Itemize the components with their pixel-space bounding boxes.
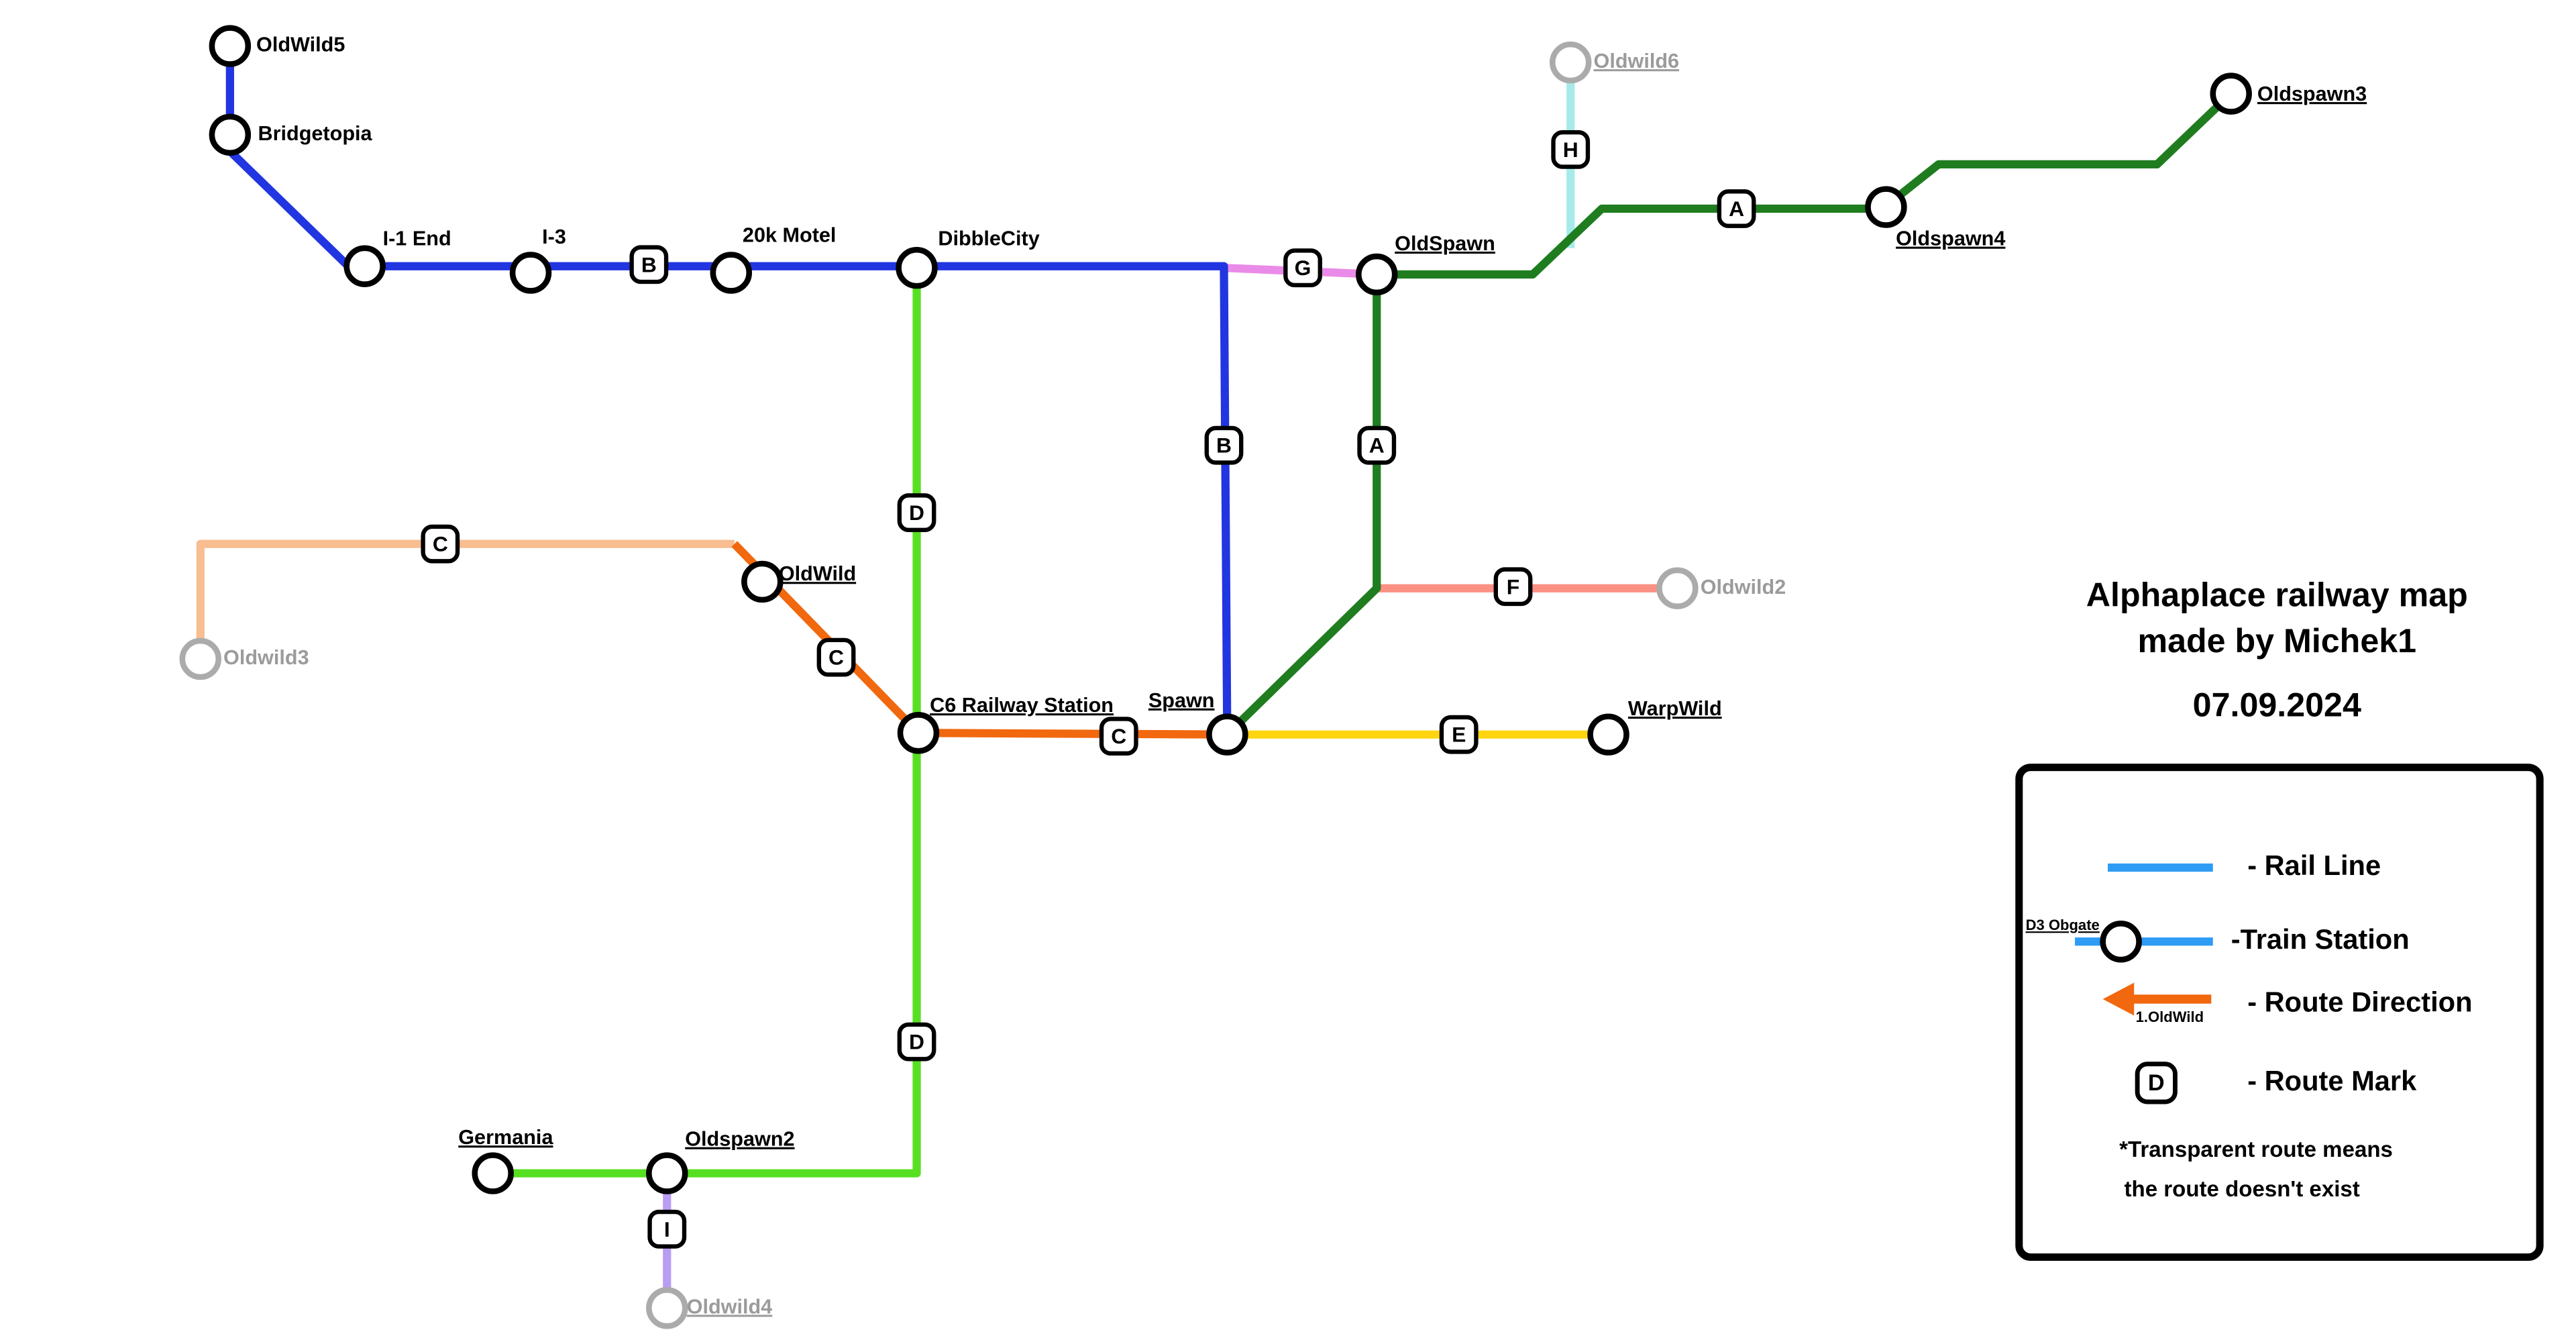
rail-line-d — [492, 268, 921, 1178]
legend-box — [2015, 764, 2544, 1261]
route-mark-box-D-3 — [897, 1022, 936, 1062]
station-label-dibblecity: DibbleCity — [938, 227, 1039, 250]
station-label-c6-railway-station: C6 Railway Station — [930, 694, 1114, 717]
title-block: Alphaplace railway map made by Michek1 0… — [2086, 576, 2468, 724]
station-label-warpwild: WarpWild — [1628, 697, 1722, 720]
route-mark-letter-A-7: A — [1369, 433, 1385, 458]
station-label-germania: Germania — [458, 1126, 553, 1149]
route-mark-letter-H-10: H — [1563, 138, 1578, 162]
route-mark-letter-G-9: G — [1295, 256, 1311, 280]
station-label-oldwild2: Oldwild2 — [1701, 576, 1786, 599]
station-20k-motel — [710, 252, 753, 294]
legend: - Rail Line D3 Obgate -Train Station 1.O… — [2015, 764, 2544, 1261]
legend-rail-line-label: - Rail Line — [2247, 849, 2381, 881]
route-mark-letter-F-11: F — [1507, 574, 1519, 599]
route-mark-box-G-9 — [1283, 248, 1322, 288]
station-label-oldwild4: Oldwild4 — [687, 1295, 773, 1318]
station-warpwild — [1587, 713, 1629, 756]
station-bridgetopia — [209, 113, 252, 156]
station-label-oldspawn: OldSpawn — [1395, 232, 1495, 255]
station-label-oldspawn4: Oldspawn4 — [1896, 227, 2005, 250]
route-mark-letter-I-13: I — [664, 1217, 670, 1241]
route-mark-letter-B-1: B — [1216, 433, 1232, 458]
legend-station-sample — [2100, 921, 2142, 963]
legend-route-mark-letter: D — [2148, 1070, 2165, 1096]
route-mark-box-A-8 — [1717, 189, 1756, 228]
route-mark-letter-C-5: C — [828, 646, 844, 670]
route-mark-letter-D-3: D — [909, 1030, 924, 1054]
route-mark-box-C-4 — [421, 524, 460, 564]
station-germania — [472, 1152, 514, 1194]
route-mark-letter-E-12: E — [1452, 723, 1466, 747]
legend-note-line1: *Transparent route means — [2119, 1137, 2393, 1162]
legend-route-direction-example-label: 1.OldWild — [2136, 1009, 2204, 1025]
station-label-i-1-end: I-1 End — [383, 227, 451, 250]
route-mark-letter-C-6: C — [1111, 724, 1126, 748]
legend-route-mark-sample — [2135, 1062, 2178, 1104]
station-oldwild4 — [646, 1287, 688, 1329]
station-oldspawn3 — [2210, 72, 2252, 115]
station-oldwild — [741, 560, 784, 603]
route-mark-letter-B-0: B — [641, 252, 657, 276]
station-label-oldwild5: OldWild5 — [256, 34, 345, 56]
station-spawn — [1206, 713, 1248, 756]
legend-station-example-label: D3 Obgate — [2026, 917, 2100, 933]
route-mark-box-F-11 — [1493, 567, 1533, 607]
legend-route-direction-arrowhead-icon — [2102, 982, 2135, 1016]
route-mark-box-D-2 — [897, 493, 936, 532]
station-oldspawn4 — [1865, 186, 1907, 228]
station-oldspawn — [1356, 253, 1398, 296]
station-oldwild6 — [1550, 41, 1592, 84]
station-label-i-3: I-3 — [542, 225, 566, 248]
route-mark-box-C-6 — [1099, 717, 1138, 756]
station-label-oldspawn2: Oldspawn2 — [685, 1128, 794, 1151]
route-mark-box-C-5 — [816, 637, 856, 677]
station-c6-railway-station — [897, 712, 940, 754]
legend-route-direction-label: - Route Direction — [2247, 986, 2472, 1017]
station-dibblecity — [896, 246, 938, 289]
station-label-oldwild3: Oldwild3 — [223, 646, 309, 669]
station-i-1-end — [343, 245, 386, 287]
station-i-3 — [509, 252, 552, 294]
station-label-spawn: Spawn — [1148, 689, 1215, 712]
station-label-bridgetopia: Bridgetopia — [258, 122, 372, 145]
route-mark-letter-D-2: D — [909, 501, 924, 525]
route-mark-box-E-12 — [1439, 715, 1479, 754]
rail-line-b — [225, 46, 1232, 735]
route-mark-box-I-13 — [647, 1209, 687, 1249]
route-mark-letter-A-8: A — [1729, 197, 1744, 221]
route-mark-box-B-1 — [1204, 425, 1244, 465]
station-label-oldspawn3: Oldspawn3 — [2257, 83, 2367, 105]
map-title-line3: 07.09.2024 — [2193, 686, 2361, 724]
rail-line-a — [1224, 91, 2234, 738]
map-title-line1: Alphaplace railway map — [2086, 576, 2468, 614]
station-label-20k-motel: 20k Motel — [743, 224, 837, 247]
station-label-oldwild6: Oldwild6 — [1594, 50, 1680, 72]
station-label-oldwild: OldWild — [779, 562, 856, 585]
route-mark-box-H-10 — [1551, 130, 1591, 169]
legend-route-mark-label: - Route Mark — [2247, 1065, 2417, 1096]
station-oldwild5 — [209, 25, 252, 67]
legend-train-station-label: -Train Station — [2231, 923, 2410, 955]
legend-note-line2: the route doesn't exist — [2125, 1177, 2360, 1202]
station-oldwild2 — [1656, 567, 1699, 609]
route-mark-letter-C-4: C — [433, 532, 448, 556]
route-mark-box-A-7 — [1357, 425, 1397, 465]
map-title-line2: made by Michek1 — [2137, 622, 2416, 660]
rail-line-c-transparent — [196, 539, 735, 660]
station-oldwild3 — [179, 637, 221, 680]
route-mark-box-B-0 — [629, 245, 669, 285]
station-oldspawn2 — [646, 1152, 688, 1194]
